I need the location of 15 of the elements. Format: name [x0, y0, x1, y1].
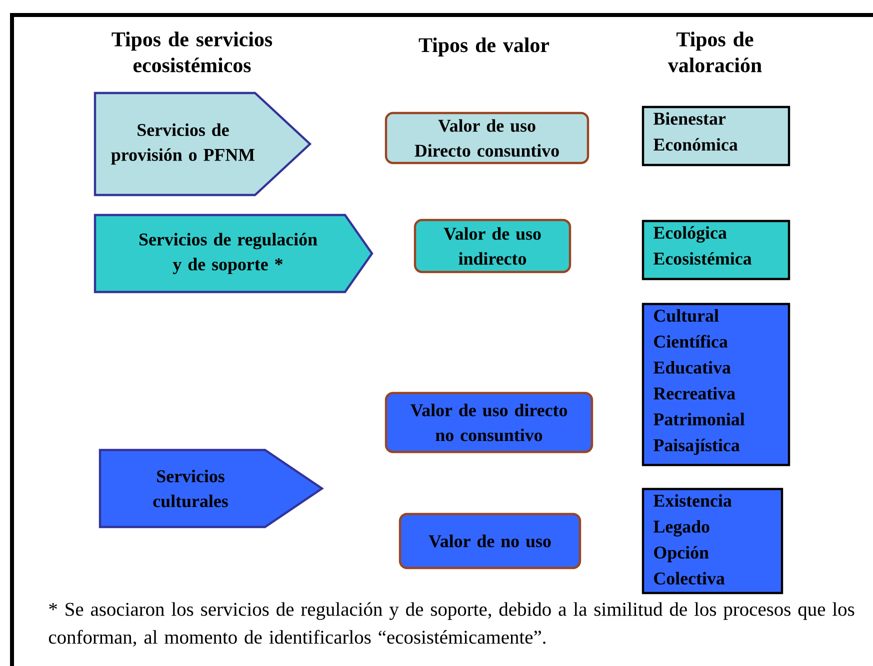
- footnote: * Se asociaron los servicios de regulación y de soporte, debido a la similitud de los procesos que los conforman, al momento de identificarlos “ecosistémicamente”.: [48, 602, 854, 647]
- arrow-shape-box: Servicios de provisión o PFNM: [94, 92, 312, 196]
- text-box: Cultural Científica Educativa Recreativa Patrimonial Paisajística: [642, 302, 790, 466]
- arrow-shape-box: Servicios de regulación y de soporte *: [94, 214, 374, 294]
- rounded-box: Valor de no uso: [398, 512, 582, 570]
- column-heading: Tipos de servicios ecosistémicos: [112, 32, 272, 72]
- column-heading: Tipos de valor: [418, 38, 550, 56]
- arrow-shape-box: Servicios culturales: [98, 448, 324, 528]
- rounded-box: Valor de uso Directo consuntivo: [384, 112, 590, 164]
- text-box: Existencia Legado Opción Colectiva: [642, 488, 784, 594]
- text-box: Bienestar Económica: [642, 106, 790, 166]
- text-box: Ecológica Ecosistémica: [642, 220, 790, 280]
- rounded-box: Valor de uso indirecto: [414, 218, 572, 274]
- rounded-box: Valor de uso directo no consuntivo: [384, 392, 594, 454]
- column-heading: Tipos de valoración: [668, 32, 762, 72]
